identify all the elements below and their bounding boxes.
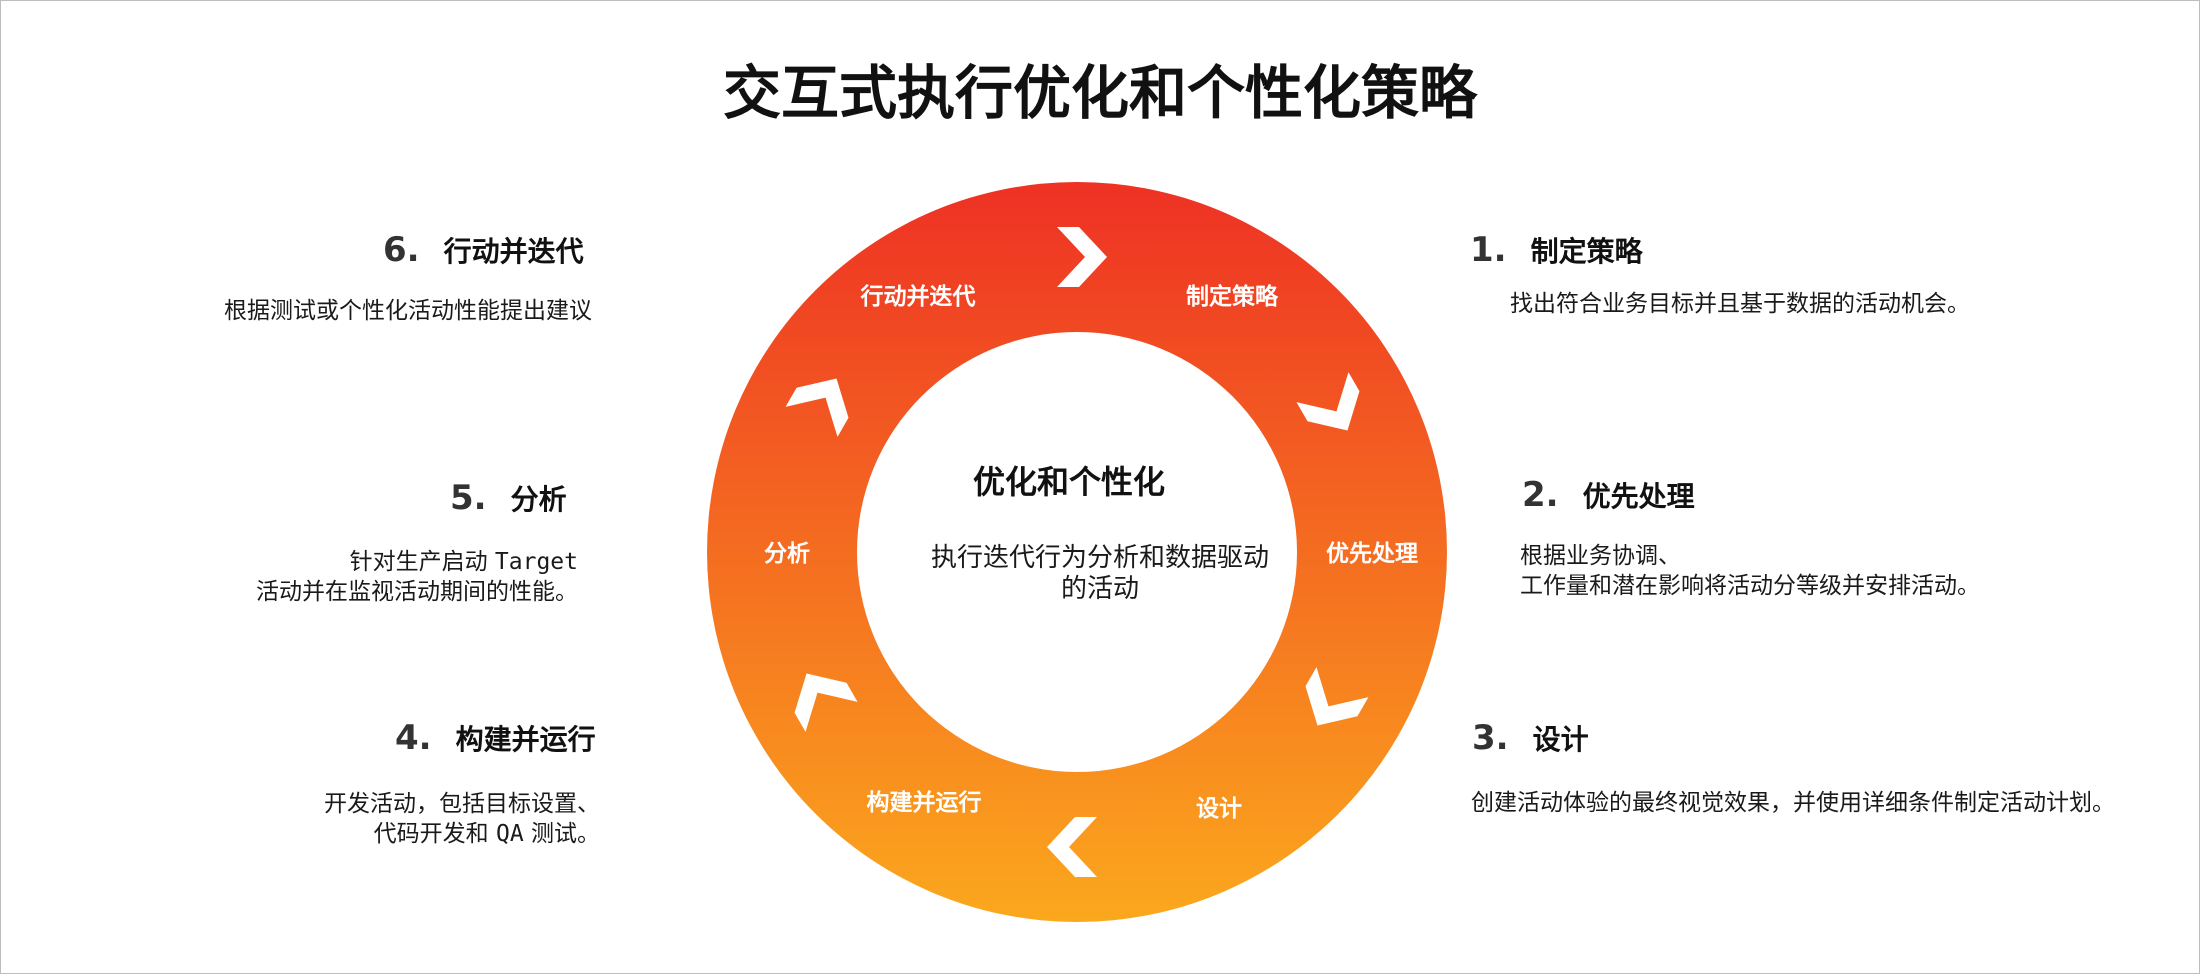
step-5-text: 针对生产启动: [349, 549, 495, 575]
cycle-ring: [707, 182, 1447, 922]
step-5-heading: 5. 分析: [450, 478, 567, 518]
step-6-number: 6.: [383, 230, 420, 270]
step-5-description-line: 活动并在监视活动期间的性能。: [256, 578, 578, 605]
step-2-heading: 2. 优先处理: [1522, 475, 1695, 515]
step-2-description-line: 根据业务协调、: [1520, 543, 1681, 569]
step-4-text-end: 测试。: [523, 820, 600, 847]
center-title: 优化和个性化: [972, 463, 1166, 501]
chevron-icon: [785, 378, 849, 437]
step-4-description: 开发活动，包括目标设置、 代码开发和 QA 测试。: [324, 790, 600, 850]
step-4-description-line: 开发活动，包括目标设置、: [324, 791, 600, 817]
ring-label-strategy: 制定策略: [1186, 284, 1278, 310]
step-3-title: 设计: [1532, 723, 1589, 756]
step-3-heading: 3. 设计: [1472, 718, 1589, 758]
step-4-heading: 4. 构建并运行: [395, 718, 596, 758]
step-6-description: 根据测试或个性化活动性能提出建议: [224, 297, 592, 327]
step-6-description-line: 根据测试或个性化活动性能提出建议: [224, 298, 592, 324]
center-description: 执行迭代行为分析和数据驱动的活动: [930, 542, 1269, 604]
ring-label-build-run: 构建并运行: [866, 790, 982, 816]
step-3-description: 创建活动体验的最终视觉效果，并使用详细条件制定活动计划。: [1471, 789, 2115, 819]
step-6-heading: 6. 行动并迭代: [383, 230, 584, 270]
step-4-text: 代码开发和: [373, 820, 496, 847]
step-4-description-line: 代码开发和 QA 测试。: [324, 820, 600, 850]
step-5-product-name: Target: [494, 549, 578, 575]
step-3-description-line: 创建活动体验的最终视觉效果，并使用详细条件制定活动计划。: [1471, 790, 2115, 816]
step-1-description-line: 找出符合业务目标并且基于数据的活动机会。: [1510, 291, 1970, 317]
step-1-heading: 1. 制定策略: [1470, 230, 1643, 270]
step-6-title: 行动并迭代: [443, 235, 584, 268]
step-2-description: 根据业务协调、 工作量和潜在影响将活动分等级并安排活动。: [1520, 542, 1980, 602]
step-2-description-line: 工作量和潜在影响将活动分等级并安排活动。: [1520, 572, 1980, 599]
step-1-number: 1.: [1470, 230, 1507, 270]
chevron-icon: [1057, 227, 1107, 287]
step-2-number: 2.: [1522, 475, 1559, 515]
ring-label-design: 设计: [1196, 796, 1242, 822]
chevron-icon: [1305, 667, 1369, 726]
ring-arrows: [785, 227, 1369, 877]
step-4-title: 构建并运行: [455, 723, 596, 756]
chevron-icon: [794, 673, 858, 732]
step-2-title: 优先处理: [1582, 480, 1695, 513]
ring-label-analyze: 分析: [764, 541, 810, 567]
step-4-number: 4.: [395, 718, 432, 758]
step-5-description: 针对生产启动 Target 活动并在监视活动期间的性能。: [256, 548, 578, 608]
step-5-description-line: 针对生产启动 Target: [256, 548, 578, 578]
ring-label-act-iterate: 行动并迭代: [860, 284, 976, 310]
step-3-number: 3.: [1472, 718, 1509, 758]
step-4-qa-label: QA: [495, 820, 524, 847]
step-1-title: 制定策略: [1530, 235, 1643, 268]
chevron-icon: [1047, 817, 1097, 877]
step-5-number: 5.: [450, 478, 487, 518]
chevron-icon: [1296, 372, 1360, 431]
step-5-title: 分析: [510, 483, 567, 516]
step-1-description: 找出符合业务目标并且基于数据的活动机会。: [1510, 290, 1970, 320]
ring-label-prioritize: 优先处理: [1326, 541, 1418, 567]
page-title: 交互式执行优化和个性化策略: [722, 59, 1477, 127]
